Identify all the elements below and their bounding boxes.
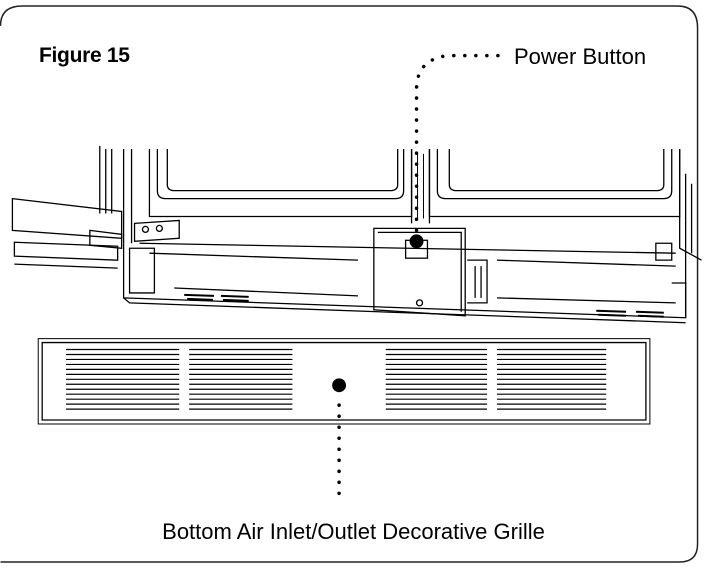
power-button-leader	[414, 53, 507, 233]
grille-vents-right	[385, 348, 607, 410]
base-chassis	[122, 243, 687, 319]
power-button-dot	[409, 234, 424, 249]
control-box	[373, 227, 466, 317]
cabinet-right-section	[428, 148, 681, 218]
grille-dot	[332, 378, 347, 393]
grille-vents-left	[66, 348, 293, 410]
appliance-drawing	[11, 145, 702, 324]
figure-title: Figure 15	[39, 44, 130, 67]
grille-label: Bottom Air Inlet/Outlet Decorative Grill…	[162, 519, 545, 544]
figure-frame	[0, 5, 699, 563]
decorative-grille	[37, 338, 651, 425]
cabinet-left-section	[122, 148, 133, 244]
right-door	[679, 148, 702, 261]
power-button-label: Power Button	[514, 44, 647, 69]
